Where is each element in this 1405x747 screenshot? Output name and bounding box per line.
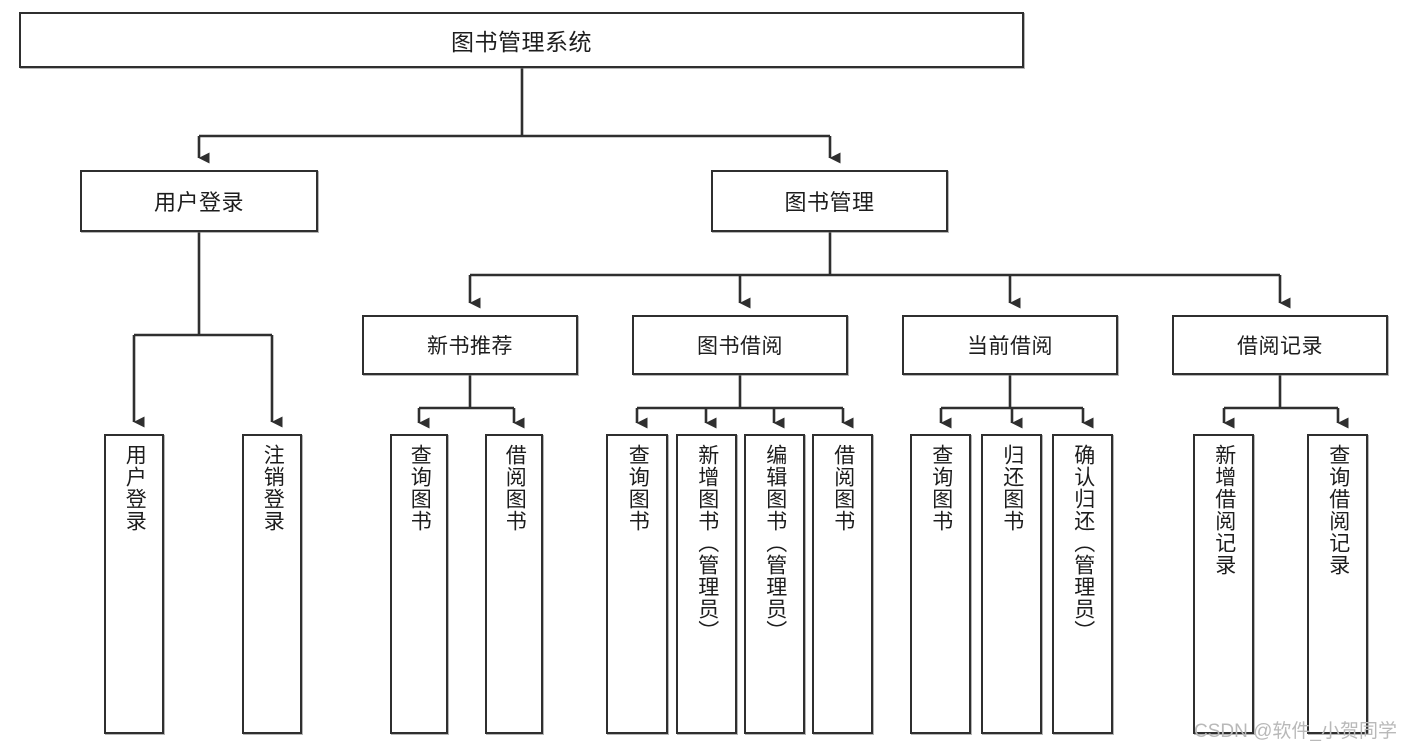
node-leaf-confirm-return-admin[interactable]: 确认归还（管理员）: [1052, 434, 1113, 734]
node-label: 新增图书（管理员）: [695, 444, 719, 642]
node-label: 确认归还（管理员）: [1071, 444, 1095, 642]
node-label: 借阅记录: [1237, 335, 1323, 358]
node-book-management[interactable]: 图书管理: [711, 170, 948, 232]
node-borrow-record[interactable]: 借阅记录: [1172, 315, 1388, 375]
node-label: 注销登录: [261, 444, 285, 532]
node-new-book-recommend[interactable]: 新书推荐: [362, 315, 578, 375]
node-label: 新增借阅记录: [1212, 444, 1236, 576]
node-label: 借阅图书: [831, 444, 855, 532]
node-label: 查询图书: [929, 444, 953, 532]
node-label: 新书推荐: [427, 335, 513, 358]
node-leaf-query-book-borrow[interactable]: 查询图书: [606, 434, 668, 734]
node-label: 编辑图书（管理员）: [763, 444, 787, 642]
watermark-text: CSDN @软件_小贺同学: [1194, 721, 1397, 742]
node-label: 图书管理系统: [451, 29, 592, 55]
node-leaf-return-book[interactable]: 归还图书: [981, 434, 1042, 734]
node-leaf-query-book-current[interactable]: 查询图书: [910, 434, 971, 734]
node-label: 图书借阅: [697, 335, 783, 358]
node-leaf-add-book-admin[interactable]: 新增图书（管理员）: [676, 434, 737, 734]
node-label: 用户登录: [123, 444, 147, 532]
node-label: 当前借阅: [967, 335, 1053, 358]
node-leaf-user-logout[interactable]: 注销登录: [242, 434, 302, 734]
node-user-login[interactable]: 用户登录: [80, 170, 318, 232]
node-book-borrow[interactable]: 图书借阅: [632, 315, 848, 375]
node-label: 查询图书: [408, 444, 432, 532]
node-leaf-borrow-book[interactable]: 借阅图书: [812, 434, 873, 734]
node-current-borrow[interactable]: 当前借阅: [902, 315, 1118, 375]
node-leaf-query-borrow-record[interactable]: 查询借阅记录: [1307, 434, 1368, 734]
node-label: 用户登录: [153, 190, 244, 215]
node-leaf-edit-book-admin[interactable]: 编辑图书（管理员）: [744, 434, 805, 734]
node-label: 图书管理: [784, 190, 875, 215]
node-system-root[interactable]: 图书管理系统: [19, 12, 1024, 68]
node-label: 查询借阅记录: [1326, 444, 1350, 576]
node-label: 借阅图书: [503, 444, 527, 532]
node-leaf-borrow-book-recommend[interactable]: 借阅图书: [485, 434, 543, 734]
node-label: 归还图书: [1000, 444, 1024, 532]
node-leaf-user-login[interactable]: 用户登录: [104, 434, 164, 734]
node-leaf-add-borrow-record[interactable]: 新增借阅记录: [1193, 434, 1254, 734]
node-label: 查询图书: [626, 444, 650, 532]
node-leaf-query-book-recommend[interactable]: 查询图书: [390, 434, 448, 734]
